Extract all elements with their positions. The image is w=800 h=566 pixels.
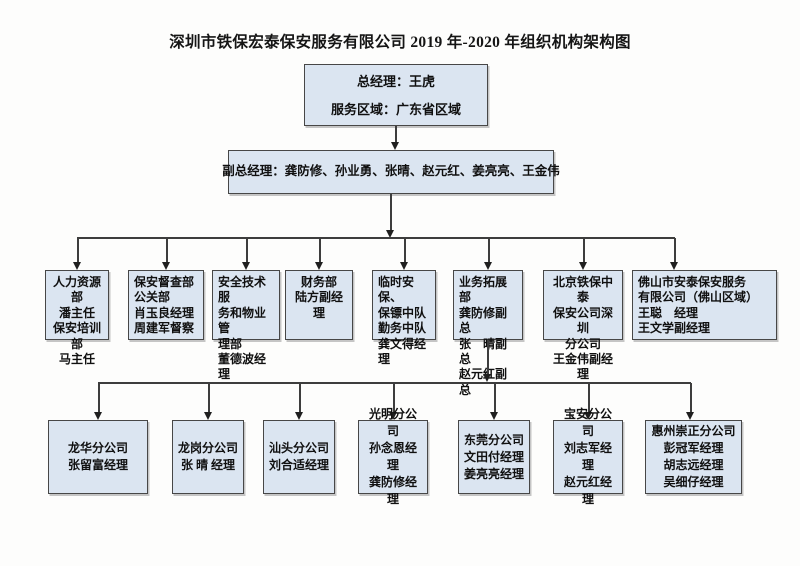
arrowhead-icon (386, 230, 394, 238)
box-branch-baoan: 宝安分公司 刘志军经理 赵元红经理 (553, 407, 623, 506)
box-branch-guangming: 光明分公司 孙念恩经理 龚防修经理 (358, 407, 428, 506)
box-general-manager: 总经理：王虎 服务区域：广东省区域 (304, 64, 488, 126)
drop-line (246, 238, 248, 262)
arrowhead-icon (584, 412, 592, 420)
drop-line (393, 383, 395, 412)
arrowhead-icon (579, 262, 587, 270)
drop-line (166, 238, 168, 262)
box-dept-foshan-antai: 佛山市安泰保安服务 有限公司（佛山区域） 王聪 经理 王文学副经理 (632, 270, 777, 340)
arrowhead-icon (94, 412, 102, 420)
arrowhead-icon (315, 262, 323, 270)
connector-gm-vgm (395, 126, 397, 143)
box-dept-tech-property: 安全技术服 务和物业管 理部 董德波经理 (212, 270, 280, 381)
arrowhead-icon (686, 412, 694, 420)
arrowhead-icon (242, 262, 250, 270)
drop-line (208, 383, 210, 412)
arrowhead-icon (670, 262, 678, 270)
drop-line (77, 238, 79, 262)
page-title: 深圳市铁保宏泰保安服务有限公司 2019 年-2020 年组织机构架构图 (169, 34, 631, 51)
box-branch-shantou: 汕头分公司 刘合适经理 (263, 420, 335, 494)
arrowhead-icon (73, 262, 81, 270)
arrowhead-icon (400, 262, 408, 270)
arrowhead-icon (295, 412, 303, 420)
drop-line (319, 238, 321, 262)
box-dept-temp-security: 临时安保、 保镖中队 勤务中队 龚文得经理 (372, 270, 436, 366)
arrowhead-icon (204, 412, 212, 420)
arrowhead-icon (389, 412, 397, 420)
connector-vgm-bus (390, 194, 392, 231)
arrowhead-icon (490, 412, 498, 420)
box-deputy-general-managers: 副总经理：龚防修、孙业勇、张晴、赵元红、姜亮亮、王金伟 (222, 150, 560, 194)
arrowhead-icon (484, 262, 492, 270)
box-dept-finance: 财务部 陆方副经理 (285, 270, 353, 340)
drop-line (690, 383, 692, 412)
arrowhead-icon (162, 262, 170, 270)
box-dept-hr: 人力资源部 潘主任 保安培训部 马主任 (45, 270, 109, 366)
box-branch-longhua: 龙华分公司 张留富经理 (48, 420, 148, 494)
drop-line (588, 383, 590, 412)
drop-line (404, 238, 406, 262)
drop-line (488, 238, 490, 262)
arrowhead-icon (391, 142, 399, 150)
drop-line (674, 238, 676, 262)
box-branch-huizhou: 惠州崇正分公司 彭冠军经理 胡志远经理 吴细仔经理 (645, 420, 742, 494)
connector-bizdev-bus (487, 340, 489, 375)
bus-line-departments (77, 237, 675, 239)
drop-line (299, 383, 301, 412)
bus-line-branches (98, 382, 691, 384)
drop-line (494, 383, 496, 412)
arrowhead-icon (483, 374, 491, 382)
box-dept-supervision: 保安督查部 公关部 肖玉良经理 周建军督察 (128, 270, 204, 340)
box-dept-beijing-shenzhen: 北京铁保中泰 保安公司深圳 分公司 王金伟副经理 (543, 270, 623, 381)
box-branch-longgang: 龙岗分公司 张 晴 经理 (172, 420, 244, 494)
drop-line (583, 238, 585, 262)
box-branch-dongguan: 东莞分公司 文田付经理 姜亮亮经理 (458, 420, 530, 494)
drop-line (98, 383, 100, 412)
box-dept-business-dev: 业务拓展部 龚防修副总 张 晴副总 赵元红副总 (453, 270, 523, 397)
